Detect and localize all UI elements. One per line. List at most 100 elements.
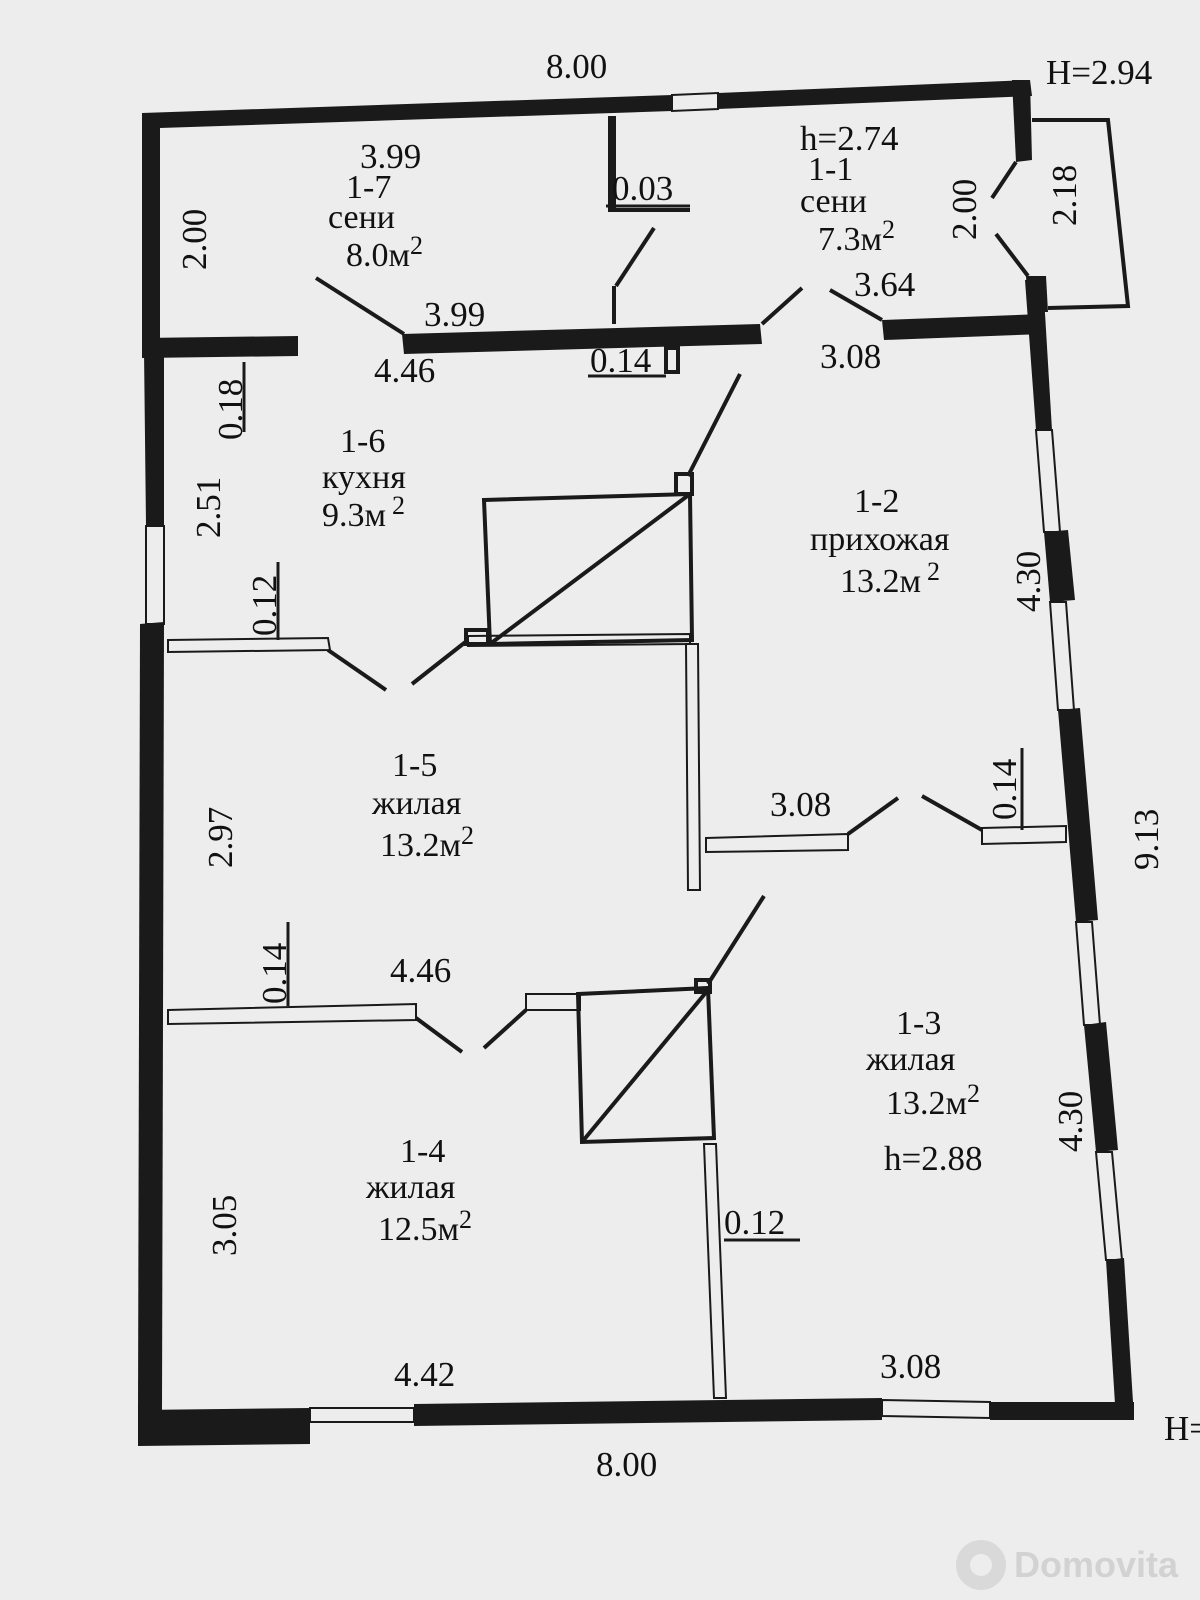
dim-H-bottom: H= [1164,1409,1200,1448]
dim-h-2-88: h=2.88 [884,1139,983,1178]
right-pier-1 [1044,530,1075,602]
dim-0-12-bottom: 0.12 [724,1203,785,1242]
dim-4-46-mid: 4.46 [390,951,451,990]
dim-2-00-left: 2.00 [175,209,214,270]
stove-1 [481,491,695,647]
svg-text:1-6: 1-6 [340,423,385,460]
svg-text:7.3м2: 7.3м2 [818,215,895,258]
wall-1-4-right [702,1143,728,1399]
left-wall-lower [138,622,164,1410]
stove-2 [575,985,717,1145]
room-labels: 1-7 сени 8.0м2 1-1 сени 7.3м2 1-6 кухня … [322,151,980,1248]
stoves [464,346,717,1145]
left-wall-top [142,113,160,340]
dim-top-width: 8.00 [546,47,607,86]
dim-2-00-porch: 2.00 [945,179,984,240]
svg-text:жилая: жилая [371,785,462,822]
dim-2-18: 2.18 [1045,165,1084,226]
svg-text:жилая: жилая [865,1041,956,1078]
right-wall-top [1012,80,1032,162]
dim-3-05: 3.05 [205,1195,244,1256]
right-wall-bottom [1106,1258,1134,1420]
wall-kitchen-bottom [167,636,332,654]
dim-4-30-lower: 4.30 [1051,1091,1090,1152]
svg-text:прихожая: прихожая [810,521,950,558]
svg-text:1-2: 1-2 [854,483,899,520]
dim-0-18: 0.18 [211,379,250,440]
dim-3-08-bottom: 3.08 [880,1347,941,1386]
dim-0-12-kitchen: 0.12 [245,575,284,636]
svg-text:8.0м2: 8.0м2 [346,231,423,274]
room-1-1: 1-1 сени 7.3м2 [800,151,895,258]
room-1-3: 1-3 жилая 13.2м2 [865,1005,980,1122]
dim-h-2-74: h=2.74 [800,119,899,158]
dim-0-14-top: 0.14 [590,341,651,380]
wall-1-1-bottom [882,314,1044,340]
wall-1-7-kitchen-left [142,336,298,358]
bottom-wall-right [990,1402,1134,1420]
svg-text:13.2м2: 13.2м2 [840,557,940,600]
watermark-text: Domovita [1013,1544,1178,1585]
right-window-1 [1034,429,1062,533]
wall-1-2-right [981,824,1067,846]
wall-1-2-inner [684,643,702,891]
room-1-7: 1-7 сени 8.0м2 [328,169,423,274]
left-wall-upper [144,350,164,526]
dim-bottom-width: 8.00 [596,1445,657,1484]
bottom-window-right [881,1398,991,1420]
room-1-5: 1-5 жилая 13.2м2 [371,747,474,864]
svg-text:12.5м2: 12.5м2 [378,1205,472,1248]
right-pier-3 [1084,1022,1118,1152]
right-pier-2 [1058,708,1098,922]
dim-4-46-top: 4.46 [374,351,435,390]
svg-text:1-1: 1-1 [808,151,853,188]
watermark-logo: Domovita [955,1540,1178,1590]
svg-text:сени: сени [800,183,867,220]
dim-4-42: 4.42 [394,1355,455,1394]
dim-0-03: 0.03 [612,169,673,208]
interior-walls [142,116,1067,1399]
svg-text:9.3м2: 9.3м2 [322,491,405,534]
dim-2-51: 2.51 [189,477,228,538]
svg-text:1-7: 1-7 [346,169,391,206]
dim-3-99-top: 3.99 [360,137,421,176]
dim-0-14-right: 0.14 [985,759,1024,820]
wall-stair2-top [525,993,581,1011]
svg-text:сени: сени [328,199,395,236]
svg-text:13.2м2: 13.2м2 [380,821,474,864]
wall-1-5-right [705,832,849,854]
dim-9-13: 9.13 [1127,809,1166,870]
dim-2-97: 2.97 [201,807,240,868]
bottom-wall-left [138,1408,310,1446]
svg-text:1-5: 1-5 [392,747,437,784]
svg-text:1-3: 1-3 [896,1005,941,1042]
svg-text:13.2м2: 13.2м2 [886,1079,980,1122]
wall-partition-003 [608,116,616,210]
doors [314,226,983,1054]
room-1-4: 1-4 жилая 12.5м2 [365,1133,472,1248]
dim-lines [242,204,1024,1242]
svg-text:1-4: 1-4 [400,1133,445,1170]
domovita-logo-icon [955,1540,1006,1590]
top-wall-left [142,95,672,128]
top-window [671,91,719,113]
dim-3-08-top: 3.08 [820,337,881,376]
dim-4-30-upper: 4.30 [1009,551,1048,612]
wall-1-5-bottom [167,1002,417,1026]
dim-H-top: H=2.94 [1046,53,1152,92]
porch [990,118,1131,312]
right-window-4 [1094,1151,1124,1261]
bottom-wall-mid [414,1398,882,1426]
outer-walls [138,80,1134,1446]
top-wall-right [718,80,1032,109]
dimension-labels: 8.00 H=2.94 3.99 0.03 h=2.74 2.00 2.00 2… [175,47,1200,1484]
bottom-window-left [309,1407,415,1423]
svg-text:жилая: жилая [365,1169,456,1206]
dim-3-64: 3.64 [854,265,915,304]
dim-0-14-left: 0.14 [255,943,294,1004]
dim-3-99-mid: 3.99 [424,295,485,334]
left-window [145,525,165,625]
